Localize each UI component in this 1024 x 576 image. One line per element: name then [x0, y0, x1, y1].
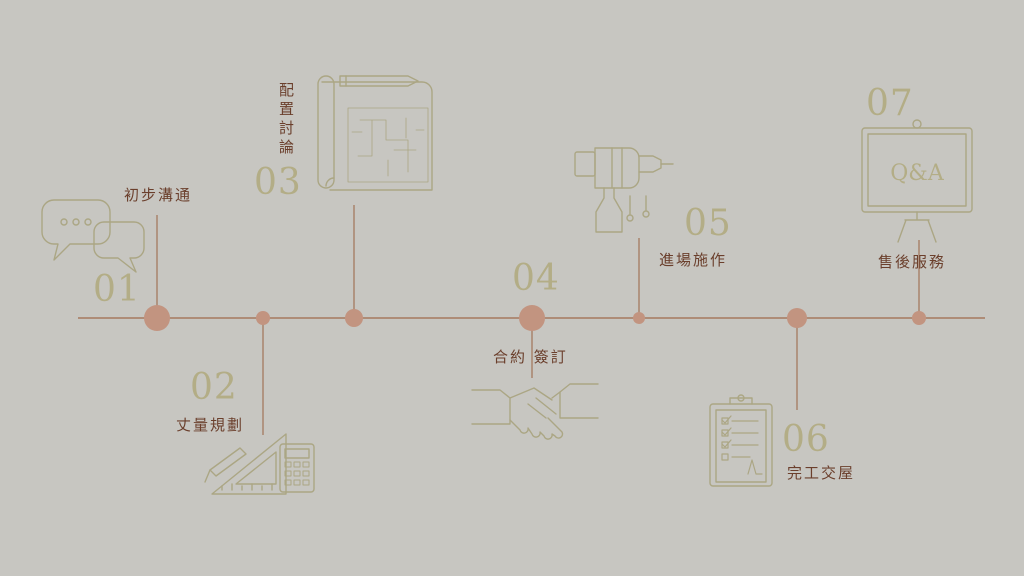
dot-04: [519, 305, 545, 331]
step-07-number: 07: [866, 83, 914, 124]
step-04-number: 04: [512, 258, 560, 299]
step-05-number: 05: [684, 203, 732, 244]
step-05-label: 進場施作: [659, 251, 728, 269]
drill-icon: [574, 147, 674, 233]
step-01-number: 01: [93, 269, 141, 310]
connectors: [156, 205, 920, 435]
timeline-dots: [144, 305, 926, 331]
step-04-label: 合約 簽訂: [493, 348, 568, 366]
qa-board-icon: [861, 119, 973, 243]
qa-board-text: Q&A: [890, 161, 945, 186]
step-06-label: 完工交屋: [787, 464, 856, 482]
step-02-number: 02: [190, 367, 238, 408]
ruler-calculator-icon: [204, 433, 315, 495]
step-03-label: 配置討論: [277, 82, 295, 158]
dot-03: [345, 309, 363, 327]
dot-01: [144, 305, 170, 331]
step-06-number: 06: [782, 419, 830, 460]
dot-02: [256, 311, 270, 325]
speech-bubbles-icon: [41, 199, 145, 273]
handshake-icon: [471, 383, 599, 440]
step-02-label: 丈量規劃: [176, 416, 245, 434]
dot-06: [787, 308, 807, 328]
floor-plan-scroll-icon: [317, 75, 433, 191]
step-01-label: 初步溝通: [124, 186, 193, 204]
checklist-clipboard-icon: [709, 394, 773, 487]
step-07-label: 售後服務: [878, 253, 947, 271]
dot-05: [633, 312, 645, 324]
step-03-number: 03: [254, 162, 302, 203]
dot-07: [912, 311, 926, 325]
